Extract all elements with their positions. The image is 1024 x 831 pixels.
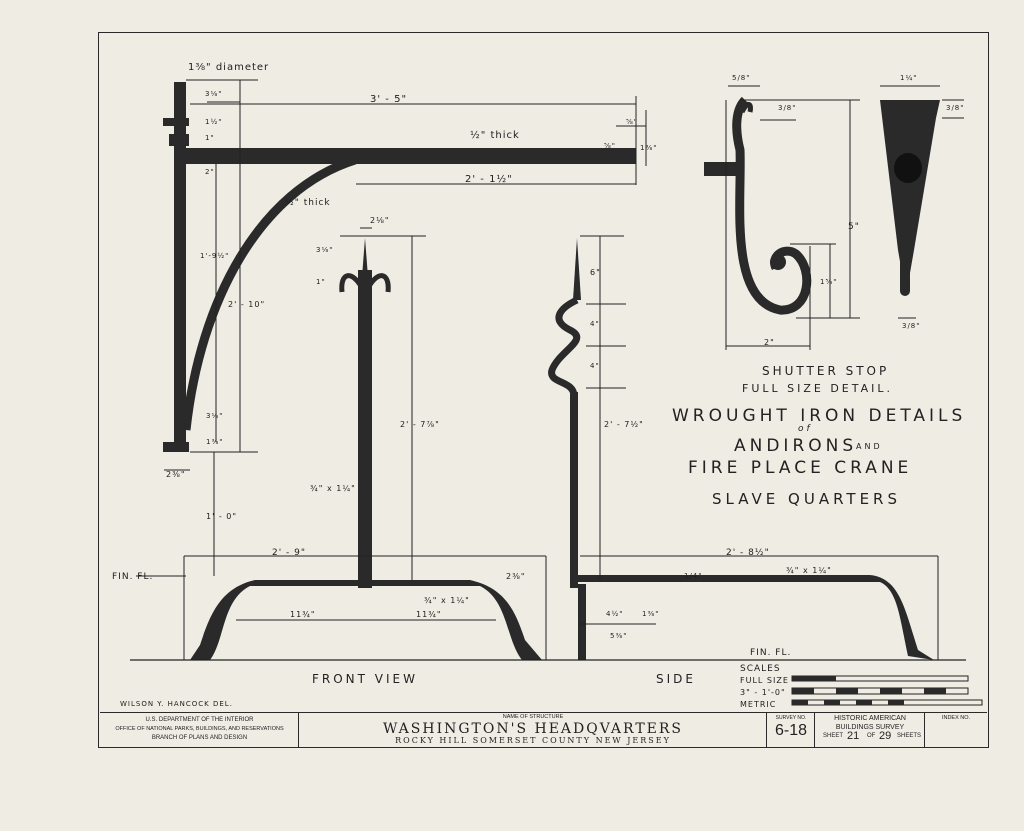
dim-andiron-height: 2' - 7⅞" xyxy=(400,420,440,429)
dim-crane-d7: 3⅛" xyxy=(206,412,224,420)
dim-side-b3: 5⅜" xyxy=(610,632,628,640)
dim-crane-diameter: 1⅜" diameter xyxy=(188,62,270,73)
dim-shutter2-b: 3/8" xyxy=(902,322,921,330)
dim-side-d2: 4" xyxy=(590,320,600,328)
dim-shutter-r2: 1⅝" xyxy=(820,278,838,286)
dim-crane-floor: 1' - 0" xyxy=(206,512,238,521)
habs-cell: HISTORIC AMERICAN BUILDINGS SURVEY SHEET… xyxy=(815,713,925,747)
dim-side-d1: 6" xyxy=(590,268,601,277)
structure-location: ROCKY HILL SOMERSET COUNTY NEW JERSEY xyxy=(395,736,671,745)
title-fire-place-crane: FIRE PLACE CRANE xyxy=(688,458,913,478)
label-side-view: SIDE xyxy=(656,672,696,686)
shutter-stop-detail xyxy=(704,85,964,350)
sheet-number: 21 xyxy=(847,730,860,742)
agency-line3: BRANCH OF PLANS AND DESIGN xyxy=(151,735,248,741)
dim-andiron-bar: ¾" x 1¼" xyxy=(310,484,356,493)
scale-full-size: FULL SIZE xyxy=(740,676,789,685)
sheet-label: SHEET xyxy=(823,733,844,739)
agency-cell: U.S. DEPARTMENT OF THE INTERIOR OFFICE O… xyxy=(100,713,299,747)
scales-label: SCALES xyxy=(740,664,781,674)
dim-andiron-right: 11¾" xyxy=(416,610,442,619)
dim-crane-span: 3' - 5" xyxy=(370,94,408,105)
dim-side-height: 2' - 7½" xyxy=(604,420,644,429)
dim-andiron-left: 11¾" xyxy=(290,610,316,619)
index-label: INDEX NO. xyxy=(941,715,971,721)
title-slave-quarters: SLAVE QUARTERS xyxy=(712,490,901,508)
dim-crane-r1: ⅝" xyxy=(626,118,639,126)
habs-line2: BUILDINGS SURVEY xyxy=(835,724,905,731)
scale-bars xyxy=(791,675,983,706)
survey-number: 6-18 xyxy=(774,722,808,739)
title-andirons: ANDIRONS xyxy=(734,436,858,456)
structure-cell: NAME OF STRUCTURE WASHINGTON'S HEADQVART… xyxy=(299,713,767,747)
fin-floor-left: FIN. FL. xyxy=(112,572,154,582)
sheet-total: 29 xyxy=(879,730,892,742)
dim-crane-d6: 2' - 10" xyxy=(228,300,266,309)
agency-line2: OFFICE OF NATIONAL PARKS, BUILDINGS, AND… xyxy=(115,726,284,732)
dim-crane-arm: 2' - 1½" xyxy=(465,174,513,185)
delineator: WILSON Y. HANCOCK DEL. xyxy=(120,700,233,708)
andiron-side-view xyxy=(548,235,939,660)
dim-side-bar: ¾" x 1¼" xyxy=(786,566,832,575)
survey-label: SURVEY NO. xyxy=(775,715,807,721)
dim-andiron-d2: 1" xyxy=(316,278,326,286)
dim-crane-d8: 1⅜" xyxy=(206,438,224,446)
andiron-front-view xyxy=(183,227,547,660)
dim-shutter2-top: 1¼" xyxy=(900,74,918,82)
dim-crane-d3: 1" xyxy=(205,134,215,142)
dim-crane-d2: 1½" xyxy=(205,118,223,126)
dim-shutter2-r: 3/8" xyxy=(946,104,965,112)
dim-crane-half-thick: ½" thick xyxy=(470,130,520,141)
label-front-view: FRONT VIEW xyxy=(312,672,419,686)
structure-name: WASHINGTON'S HEADQVARTERS xyxy=(382,721,684,737)
scale-inch: 3" - 1'-0" xyxy=(740,688,786,697)
of-label: OF xyxy=(867,733,876,739)
dim-crane-d9: 2⅜" xyxy=(166,470,186,479)
dim-andiron-d1: 3⅛" xyxy=(316,246,334,254)
dim-shutter-h: 5" xyxy=(848,222,860,232)
sheets-label: SHEETS xyxy=(897,733,922,739)
scale-metric: METRIC xyxy=(740,700,777,709)
title-block: U.S. DEPARTMENT OF THE INTERIOR OFFICE O… xyxy=(100,712,987,747)
dim-side-b1: 4½" xyxy=(606,610,624,618)
dim-crane-r3: ⅝" xyxy=(604,142,617,150)
dim-andiron-width: 2' - 9" xyxy=(272,548,307,558)
name-of-structure-label: NAME OF STRUCTURE xyxy=(502,714,564,720)
dim-side-thick: 1/4" xyxy=(684,572,703,580)
heading-shutter-stop: SHUTTER STOP xyxy=(762,364,890,378)
dim-crane-r2: 1⅜" xyxy=(640,144,658,152)
dim-shutter-r: 3/8" xyxy=(778,104,797,112)
dim-crane-brace-thick: ½" thick xyxy=(285,198,331,208)
fin-floor-right: FIN. FL. xyxy=(750,648,792,658)
dim-shutter-w: 2" xyxy=(764,338,775,347)
dim-shutter-top: 5/8" xyxy=(732,74,751,82)
index-cell: INDEX NO. xyxy=(925,713,987,747)
fireplace-crane xyxy=(136,79,647,577)
habs-line1: HISTORIC AMERICAN xyxy=(834,715,906,722)
drawing-border xyxy=(98,32,989,748)
title-and: AND xyxy=(856,442,883,451)
dim-crane-d4: 2" xyxy=(205,168,215,176)
title-of: of xyxy=(798,424,813,434)
heading-full-size-detail: FULL SIZE DETAIL. xyxy=(742,382,894,395)
dim-side-width: 2' - 8½" xyxy=(726,548,770,558)
title-wrought-iron-details: WROUGHT IRON DETAILS xyxy=(672,406,967,426)
dim-crane-d5: 1'-9½" xyxy=(200,252,230,260)
dim-andiron-foot: 2⅜" xyxy=(506,572,526,581)
dim-side-d3: 4" xyxy=(590,362,600,370)
dim-crane-d1: 3⅛" xyxy=(205,90,223,98)
dim-side-b2: 1⅜" xyxy=(642,610,660,618)
dim-andiron-top: 2⅛" xyxy=(370,216,390,225)
dim-andiron-bar2: ¾" x 1¼" xyxy=(424,596,470,605)
agency-line1: U.S. DEPARTMENT OF THE INTERIOR xyxy=(145,717,254,723)
survey-cell: SURVEY NO. 6-18 xyxy=(767,713,815,747)
